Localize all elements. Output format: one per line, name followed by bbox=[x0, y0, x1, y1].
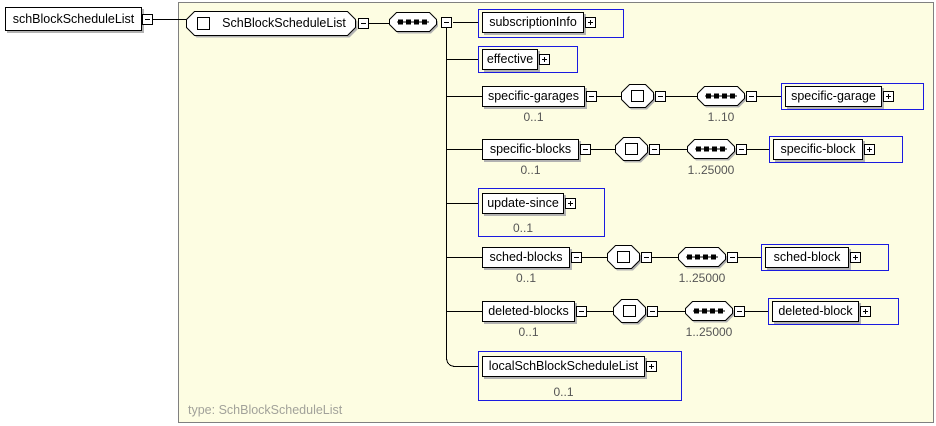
element-box-deleted-blocks[interactable]: deleted-blocks bbox=[482, 301, 575, 322]
expand-toggle[interactable] bbox=[585, 17, 596, 28]
complex-type-octagon bbox=[186, 11, 358, 38]
element-box-specific-blocks[interactable]: specific-blocks bbox=[482, 139, 579, 160]
sequence-icon[interactable] bbox=[389, 12, 440, 35]
collapse-toggle[interactable] bbox=[142, 14, 153, 25]
expand-toggle[interactable] bbox=[646, 361, 657, 372]
element-box-specific-garages[interactable]: specific-garages bbox=[482, 86, 585, 107]
collapse-toggle[interactable] bbox=[736, 144, 747, 155]
occurrence-label: 0..1 bbox=[523, 110, 544, 124]
occurrence-label: 0..1 bbox=[518, 325, 539, 339]
element-box-update-since[interactable]: update-since bbox=[482, 193, 564, 214]
leaf-outline bbox=[478, 46, 578, 73]
occurrence-label: 0..1 bbox=[515, 271, 536, 285]
model-group-icon[interactable] bbox=[607, 245, 643, 272]
sequence-icon[interactable] bbox=[678, 247, 729, 270]
main-element-label: SchBlockScheduleList bbox=[222, 16, 346, 30]
leaf-outline bbox=[761, 244, 889, 271]
expand-toggle[interactable] bbox=[565, 198, 576, 209]
occurrence-label: 1..25000 bbox=[685, 325, 733, 339]
leaf-outline bbox=[781, 83, 924, 110]
element-box-localSchBlockScheduleList[interactable]: localSchBlockScheduleList bbox=[482, 356, 645, 377]
sequence-icon[interactable] bbox=[697, 86, 748, 109]
collapse-toggle[interactable] bbox=[580, 144, 591, 155]
type-label: type: SchBlockScheduleList bbox=[188, 403, 343, 417]
model-group-icon[interactable] bbox=[615, 137, 651, 164]
collapse-toggle[interactable] bbox=[571, 252, 582, 263]
occurrence-label: 0..1 bbox=[553, 385, 574, 399]
model-group-icon[interactable] bbox=[613, 299, 649, 326]
collapse-toggle[interactable] bbox=[746, 91, 757, 102]
leaf-outline bbox=[478, 188, 605, 237]
collapse-toggle[interactable] bbox=[441, 17, 452, 28]
occurrence-label: 0..1 bbox=[520, 163, 541, 177]
sequence-icon[interactable] bbox=[685, 301, 736, 324]
leaf-outline bbox=[478, 9, 624, 38]
occurrence-label: 1..10 bbox=[707, 110, 735, 124]
collapse-toggle[interactable] bbox=[586, 91, 597, 102]
sequence-icon[interactable] bbox=[687, 139, 738, 162]
collapse-toggle[interactable] bbox=[576, 306, 587, 317]
expand-toggle[interactable] bbox=[850, 252, 861, 263]
element-box-effective[interactable]: effective bbox=[482, 49, 538, 70]
leaf-outline bbox=[769, 136, 903, 163]
occurrence-label: 1..25000 bbox=[678, 271, 726, 285]
collapse-toggle[interactable] bbox=[649, 144, 660, 155]
expand-toggle[interactable] bbox=[883, 91, 894, 102]
element-icon bbox=[197, 17, 210, 30]
occurrence-label: 1..25000 bbox=[687, 163, 735, 177]
collapse-toggle[interactable] bbox=[727, 252, 738, 263]
expand-toggle[interactable] bbox=[864, 144, 875, 155]
root-element-box[interactable]: schBlockScheduleList bbox=[5, 7, 142, 31]
element-box-specific-garage[interactable]: specific-garage bbox=[785, 86, 882, 107]
collapse-toggle[interactable] bbox=[734, 306, 745, 317]
collapse-toggle[interactable] bbox=[641, 252, 652, 263]
main-element-shape[interactable]: SchBlockScheduleList bbox=[186, 11, 360, 40]
element-box-subscriptionInfo[interactable]: subscriptionInfo bbox=[482, 12, 584, 33]
expand-toggle[interactable] bbox=[539, 54, 550, 65]
collapse-toggle[interactable] bbox=[358, 18, 369, 29]
element-box-sched-block[interactable]: sched-block bbox=[765, 247, 849, 268]
model-group-icon[interactable] bbox=[621, 84, 657, 111]
leaf-outline bbox=[768, 298, 899, 325]
leaf-outline bbox=[478, 351, 682, 401]
occurrence-label: 0..1 bbox=[512, 221, 533, 235]
collapse-toggle[interactable] bbox=[655, 91, 666, 102]
collapse-toggle[interactable] bbox=[647, 306, 658, 317]
element-box-sched-blocks[interactable]: sched-blocks bbox=[482, 247, 570, 268]
element-box-specific-block[interactable]: specific-block bbox=[773, 139, 863, 160]
expand-toggle[interactable] bbox=[860, 306, 871, 317]
element-box-deleted-block[interactable]: deleted-block bbox=[772, 301, 859, 322]
